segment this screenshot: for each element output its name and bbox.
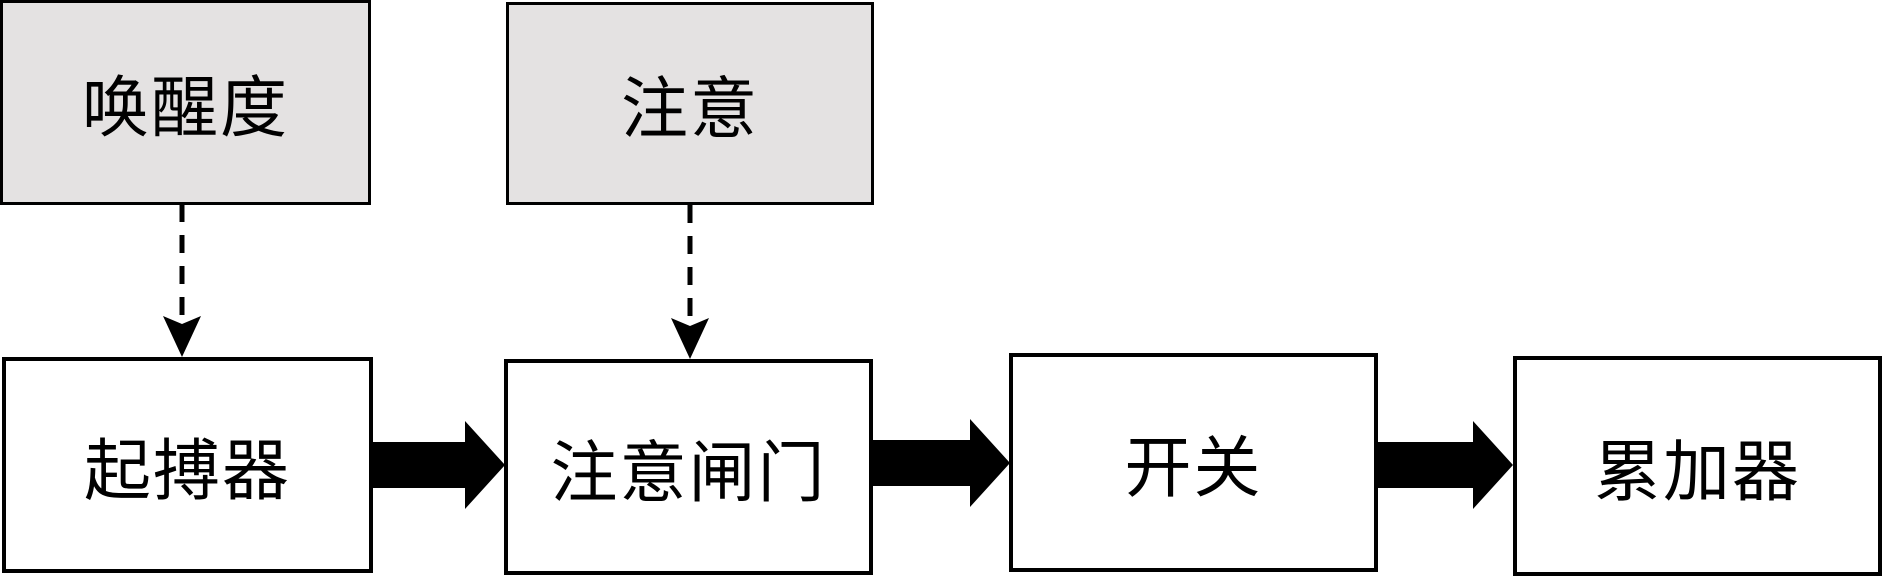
dashed-arrow-arousal-to-pacemaker-icon [163,204,201,357]
box-accumulator: 累加器 [1513,356,1882,576]
block-arrow-pacemaker-to-gate-icon [371,421,505,509]
box-switch: 开关 [1009,353,1378,572]
block-arrow-gate-to-switch-icon [873,419,1010,507]
box-attention-gate-label: 注意闸门 [550,436,827,511]
box-attention-label: 注意 [621,73,759,147]
box-pacemaker: 起搏器 [2,357,373,573]
dashed-arrow-attention-to-gate-icon [671,205,709,359]
box-attention: 注意 [506,2,874,205]
box-accumulator-label: 累加器 [1594,435,1801,510]
box-arousal: 唤醒度 [0,0,371,205]
box-attention-gate: 注意闸门 [504,359,873,575]
box-pacemaker-label: 起搏器 [84,434,291,509]
box-switch-label: 开关 [1124,432,1263,506]
block-arrow-switch-to-accumulator-icon [1377,421,1513,509]
box-arousal-label: 唤醒度 [82,72,289,146]
